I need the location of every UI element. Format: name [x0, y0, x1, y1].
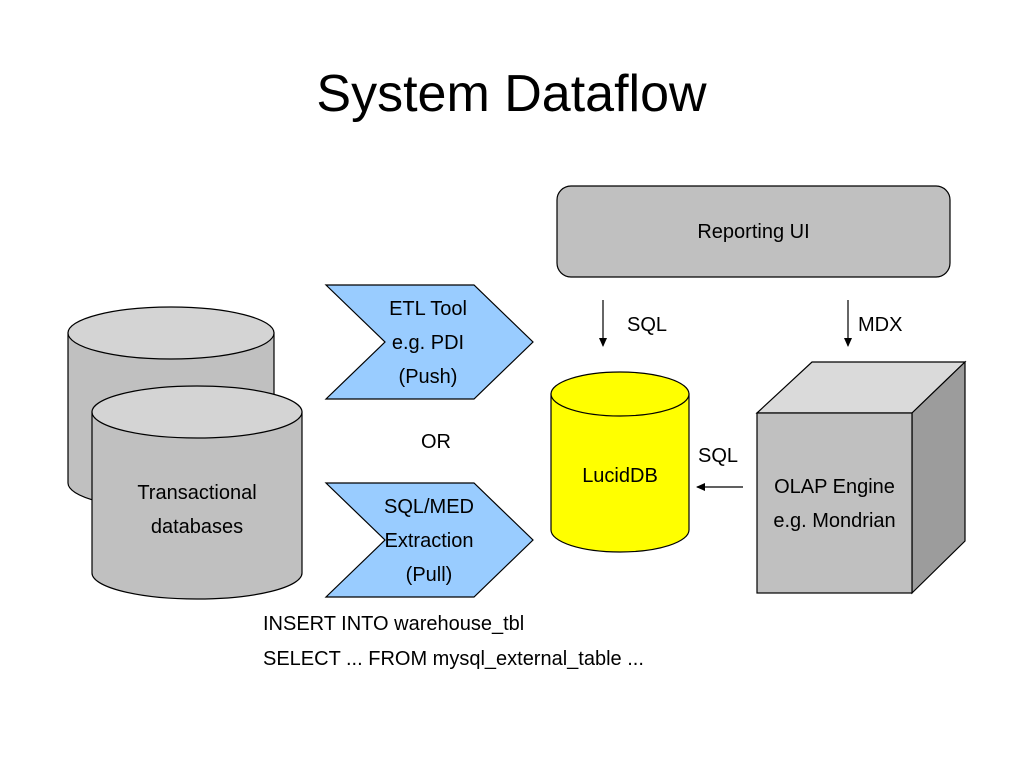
sqlmed-line-2: Extraction	[384, 530, 474, 552]
olap-line-1: OLAP Engine	[774, 476, 895, 498]
transactional-line-1: Transactional	[137, 482, 257, 504]
olap-engine-label: OLAP Engine e.g. Mondrian	[757, 470, 912, 538]
sqlmed-label: SQL/MED Extraction (Pull)	[364, 490, 494, 592]
edge-label-ui-to-luciddb: SQL	[627, 314, 668, 336]
sqlmed-line-3: (Pull)	[405, 564, 453, 586]
etl-tool-line-2: e.g. PDI	[391, 332, 465, 354]
database-cylinder-front	[91, 385, 303, 600]
transactional-line-2: databases	[150, 516, 244, 538]
edge-label-olap-to-luciddb: SQL	[698, 445, 739, 467]
sqlmed-chevron	[324, 482, 534, 598]
olap-line-2: e.g. Mondrian	[773, 510, 896, 532]
etl-tool-line-1: ETL Tool	[389, 298, 467, 320]
etl-tool-label: ETL Tool e.g. PDI (Push)	[368, 292, 488, 394]
olap-engine-cube	[755, 360, 967, 595]
luciddb-cylinder	[550, 371, 690, 553]
etl-tool-chevron	[324, 284, 534, 400]
reporting-ui-label: Reporting UI	[697, 221, 810, 243]
etl-tool-line-3: (Push)	[398, 366, 458, 388]
transactional-databases-label: Transactional databases	[112, 476, 282, 544]
slide-title: System Dataflow	[316, 65, 707, 123]
sql-statement-insert: INSERT INTO warehouse_tbl	[263, 613, 525, 635]
edge-label-ui-to-olap: MDX	[858, 314, 903, 336]
luciddb-label: LucidDB	[582, 465, 658, 487]
or-label: OR	[421, 431, 451, 453]
sqlmed-line-1: SQL/MED	[383, 496, 475, 518]
reporting-ui-box	[556, 185, 951, 278]
sql-statement-select: SELECT ... FROM mysql_external_table ...	[263, 648, 644, 670]
